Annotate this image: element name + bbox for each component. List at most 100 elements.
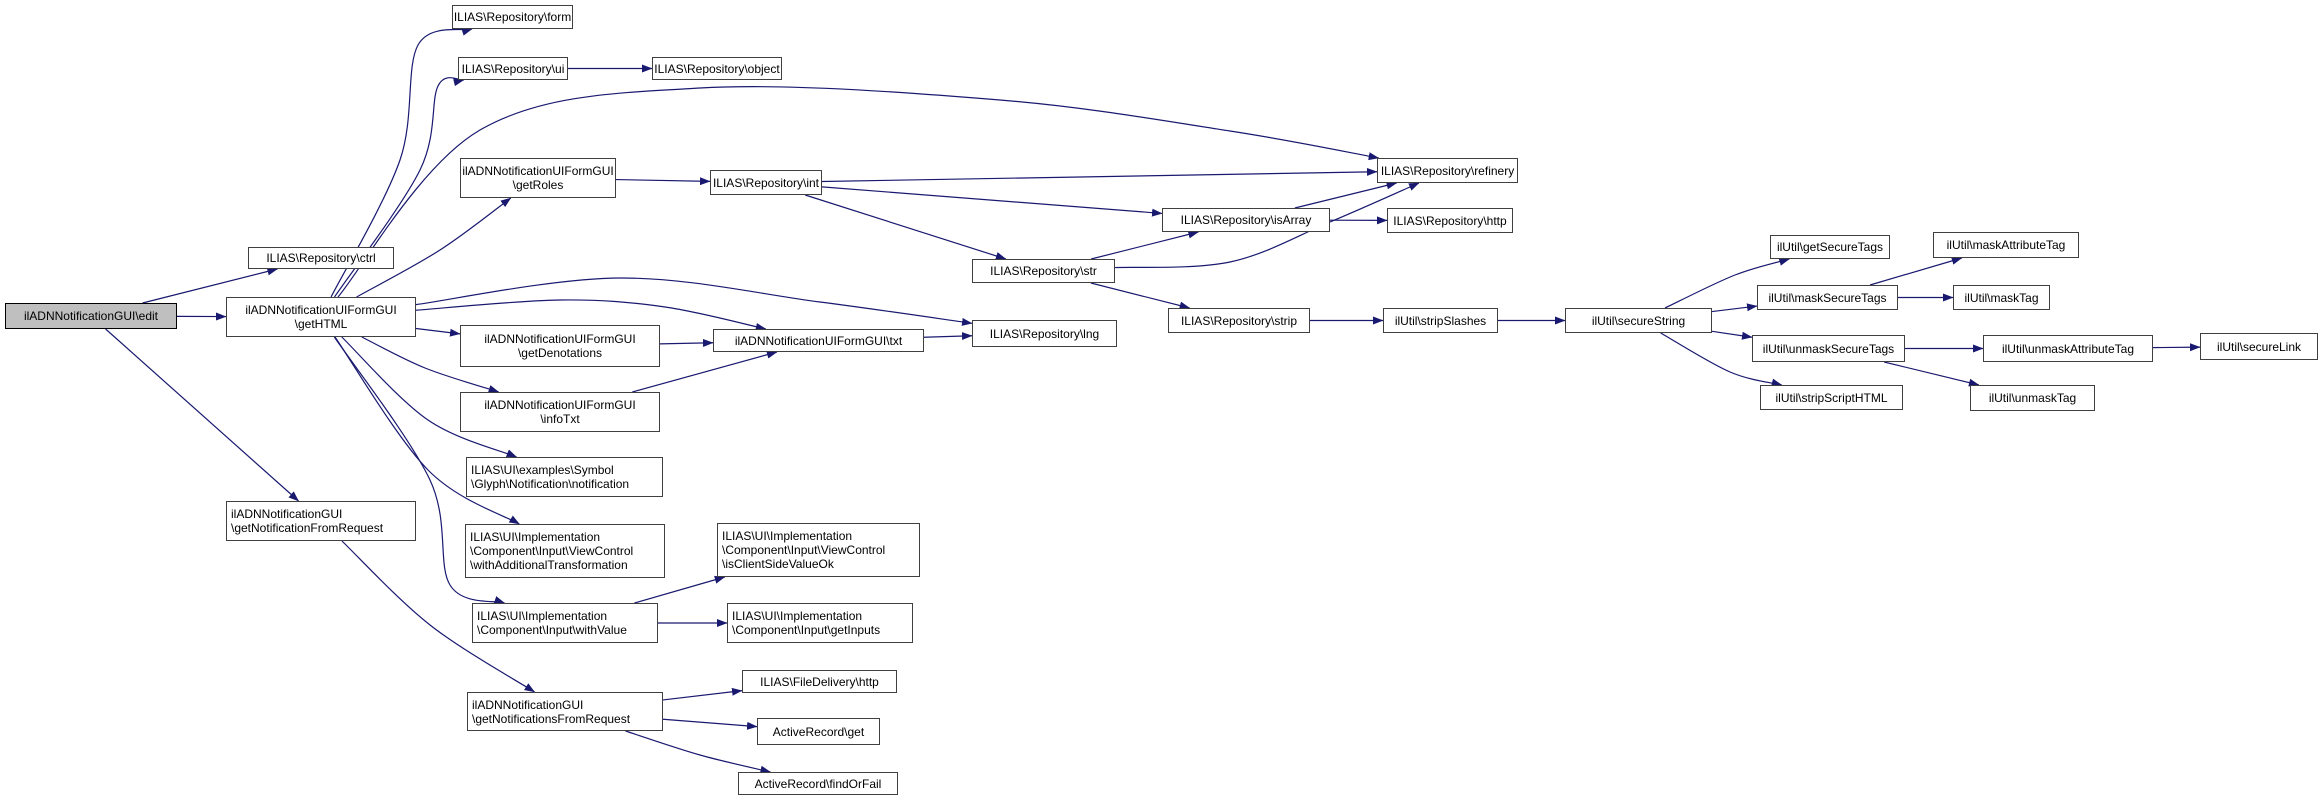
node-arFindOrFail[interactable]: ActiveRecord\findOrFail — [738, 772, 898, 795]
edge-str-isArray — [1091, 230, 1199, 260]
node-infoTxt[interactable]: ilADNNotificationUIFormGUI\infoTxt — [460, 392, 660, 432]
node-getSecureTags[interactable]: ilUtil\getSecureTags — [1770, 235, 1890, 259]
node-label: \Component\Input\withValue — [477, 623, 627, 637]
node-fileDeliveryHttp[interactable]: ILIAS\FileDelivery\http — [742, 670, 897, 693]
node-label: ilUtil\stripScriptHTML — [1775, 390, 1888, 405]
edge-getHTML-txt — [415, 299, 767, 331]
node-label: ILIAS\Repository\http — [1393, 213, 1507, 228]
node-label: ilADNNotificationGUI — [472, 697, 584, 712]
node-label: ILIAS\UI\Implementation — [732, 609, 863, 623]
node-label: ILIAS\Repository\isArray — [1180, 213, 1312, 227]
edge-getHTML-getDenotations — [415, 327, 461, 337]
node-maskAttributeTag[interactable]: ilUtil\maskAttributeTag — [1933, 232, 2079, 258]
edge-getHTML-infoTxt — [361, 336, 500, 393]
node-lng[interactable]: ILIAS\Repository\lng — [972, 320, 1117, 347]
edge-getNotificationsFromRequest-arFindOrFail — [625, 730, 771, 774]
node-secureString[interactable]: ilUtil\secureString — [1565, 308, 1712, 333]
node-label: \infoTxt — [540, 412, 580, 426]
node-label: \isClientSideValueOk — [722, 557, 834, 571]
node-label: ILIAS\Repository\lng — [989, 326, 1100, 341]
edge-secureString-stripScriptHTML — [1660, 332, 1783, 387]
node-stripScriptHTML[interactable]: ilUtil\stripScriptHTML — [1760, 385, 1903, 410]
node-label: ilUtil\unmaskAttributeTag — [2001, 341, 2135, 356]
node-label: ilUtil\unmaskSecureTags — [1762, 341, 1895, 356]
node-label: ilUtil\secureString — [1591, 313, 1686, 328]
node-httpRepo[interactable]: ILIAS\Repository\http — [1387, 208, 1513, 233]
node-label: ilUtil\maskSecureTags — [1768, 290, 1887, 305]
edge-getNotificationsFromRequest-fileDeliveryHttp — [662, 687, 743, 701]
node-isArray[interactable]: ILIAS\Repository\isArray — [1162, 208, 1330, 232]
node-label: ILIAS\Repository\ui — [461, 61, 565, 76]
node-maskSecureTags[interactable]: ilUtil\maskSecureTags — [1757, 285, 1898, 310]
node-label: ILIAS\Repository\form — [453, 10, 572, 24]
node-getInputs[interactable]: ILIAS\UI\Implementation\Component\Input\… — [727, 603, 913, 643]
node-label: \Component\Input\getInputs — [732, 623, 881, 637]
node-getNotificationsFromRequest[interactable]: ilADNNotificationGUI\getNotificationsFro… — [467, 692, 663, 731]
node-str[interactable]: ILIAS\Repository\str — [972, 259, 1115, 283]
node-ui[interactable]: ILIAS\Repository\ui — [458, 57, 568, 80]
edge-getDenotations-txt — [659, 338, 714, 347]
node-maskTag[interactable]: ilUtil\maskTag — [1953, 285, 2050, 310]
node-label: ILIAS\UI\Implementation — [722, 529, 853, 543]
node-label: ilADNNotificationUIFormGUI\txt — [734, 333, 903, 348]
node-strip[interactable]: ILIAS\Repository\strip — [1168, 308, 1310, 333]
node-form[interactable]: ILIAS\Repository\form — [452, 5, 573, 29]
node-withValue[interactable]: ILIAS\UI\Implementation\Component\Input\… — [472, 603, 658, 643]
node-label: ILIAS\Repository\str — [990, 264, 1097, 278]
edge-maskSecureTags-maskAttributeTag — [1869, 256, 1963, 286]
edge-getHTML-withValue — [333, 336, 505, 604]
node-label: ilADNNotificationUIFormGUI — [484, 398, 636, 412]
node-label: ilADNNotificationUIFormGUI — [245, 303, 397, 317]
edge-getHTML-getRoles — [356, 197, 512, 298]
node-txt[interactable]: ilADNNotificationUIFormGUI\txt — [713, 329, 924, 352]
node-label: ActiveRecord\findOrFail — [754, 776, 882, 791]
edge-edit-ctrl — [142, 267, 278, 304]
node-label: ilADNNotificationUIFormGUI — [462, 164, 614, 178]
node-ctrl[interactable]: ILIAS\Repository\ctrl — [248, 247, 394, 269]
node-label: ILIAS\Repository\strip — [1180, 313, 1298, 328]
node-label: \withAdditionalTransformation — [470, 558, 628, 572]
edge-secureString-unmaskSecureTags — [1711, 330, 1753, 340]
node-getNotificationFromRequest[interactable]: ilADNNotificationGUI\getNotificationFrom… — [226, 501, 416, 541]
edge-str-refinery — [1114, 182, 1420, 269]
node-label: ilADNNotificationUIFormGUI — [484, 332, 636, 346]
node-unmaskTag[interactable]: ilUtil\unmaskTag — [1970, 385, 2095, 411]
node-getHTML[interactable]: ilADNNotificationUIFormGUI\getHTML — [226, 297, 416, 337]
edge-secureString-maskSecureTags — [1711, 303, 1758, 313]
node-getRoles[interactable]: ilADNNotificationUIFormGUI\getRoles — [460, 158, 616, 198]
edge-int-str — [805, 194, 1007, 260]
node-label: ILIAS\UI\examples\Symbol — [471, 463, 614, 477]
node-unmaskSecureTags[interactable]: ilUtil\unmaskSecureTags — [1752, 335, 1905, 362]
node-getDenotations[interactable]: ilADNNotificationUIFormGUI\getDenotation… — [460, 325, 660, 367]
node-label: ILIAS\UI\Implementation — [477, 609, 608, 623]
node-label: \Component\Input\ViewControl — [722, 543, 886, 557]
edge-secureString-getSecureTags — [1664, 257, 1790, 309]
node-label: ILIAS\UI\Implementation — [470, 530, 601, 544]
node-secureLink[interactable]: ilUtil\secureLink — [2200, 333, 2318, 360]
node-withAdditionalTransformation[interactable]: ILIAS\UI\Implementation\Component\Input\… — [465, 524, 665, 578]
node-refinery[interactable]: ILIAS\Repository\refinery — [1377, 158, 1518, 183]
node-label: \getNotificationsFromRequest — [472, 711, 631, 726]
node-arGet[interactable]: ActiveRecord\get — [757, 718, 880, 745]
node-unmaskAttributeTag[interactable]: ilUtil\unmaskAttributeTag — [1983, 335, 2153, 362]
edge-getHTML-withAdditionalTransformation — [334, 336, 520, 525]
node-label: ilUtil\stripSlashes — [1394, 313, 1487, 328]
edge-getHTML-lng — [415, 277, 973, 326]
node-label: \getRoles — [512, 178, 564, 192]
node-edit[interactable]: ilADNNotificationGUI\edit — [5, 303, 177, 329]
edge-int-isArray — [821, 186, 1163, 217]
node-notification[interactable]: ILIAS\UI\examples\Symbol\Glyph\Notificat… — [466, 457, 663, 497]
edge-str-strip — [1090, 282, 1191, 310]
node-int[interactable]: ILIAS\Repository\int — [710, 170, 822, 195]
node-stripSlashes[interactable]: ilUtil\stripSlashes — [1383, 308, 1498, 333]
edge-isArray-refinery — [1294, 181, 1398, 209]
edge-getHTML-notification — [341, 336, 518, 458]
edge-int-refinery — [821, 167, 1378, 183]
node-label: ILIAS\Repository\ctrl — [266, 251, 376, 265]
node-label: \Component\Input\ViewControl — [470, 544, 634, 558]
node-isClientSideValueOk[interactable]: ILIAS\UI\Implementation\Component\Input\… — [717, 523, 920, 577]
node-object[interactable]: ILIAS\Repository\object — [652, 57, 782, 80]
edge-edit-getNotificationFromRequest — [105, 328, 299, 502]
node-label: ilUtil\getSecureTags — [1776, 240, 1884, 254]
